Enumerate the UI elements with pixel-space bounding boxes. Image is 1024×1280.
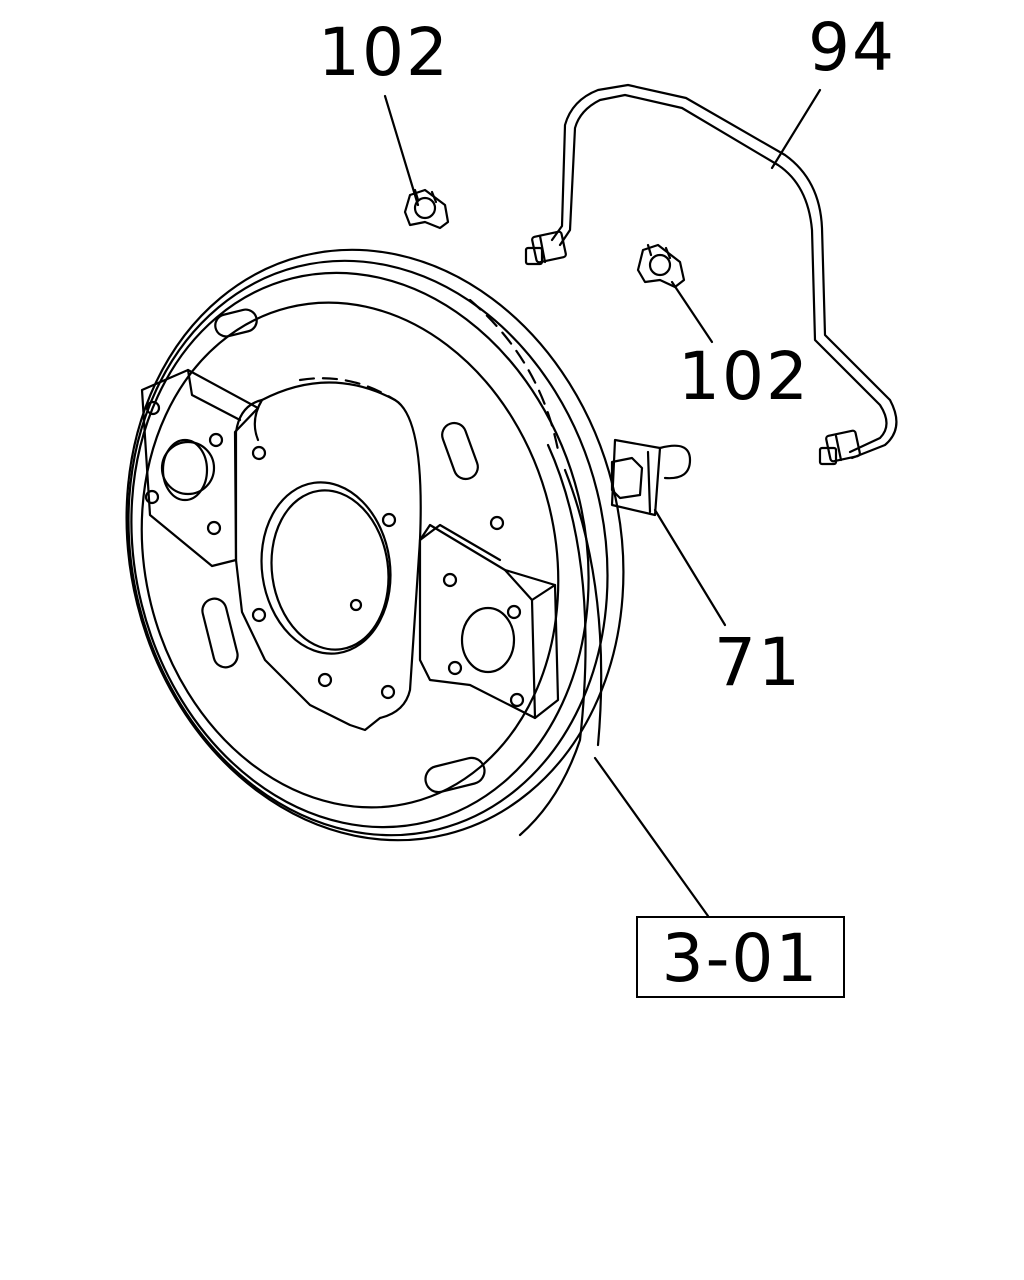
bracket-clip [610, 438, 692, 517]
callout-clip-lower: 102 [678, 338, 810, 415]
pipe-clip-lower [636, 243, 686, 289]
backing-plate [125, 248, 625, 842]
reference-label: 3-01 [661, 920, 820, 997]
leader-lines [383, 88, 822, 918]
callout-pipe: 94 [808, 9, 896, 86]
callout-clip-upper: 102 [318, 14, 450, 91]
brake-pipe [524, 83, 898, 466]
reference-box: 3-01 [636, 916, 845, 998]
callout-bracket: 71 [714, 624, 802, 701]
pipe-clip-upper [403, 188, 450, 230]
